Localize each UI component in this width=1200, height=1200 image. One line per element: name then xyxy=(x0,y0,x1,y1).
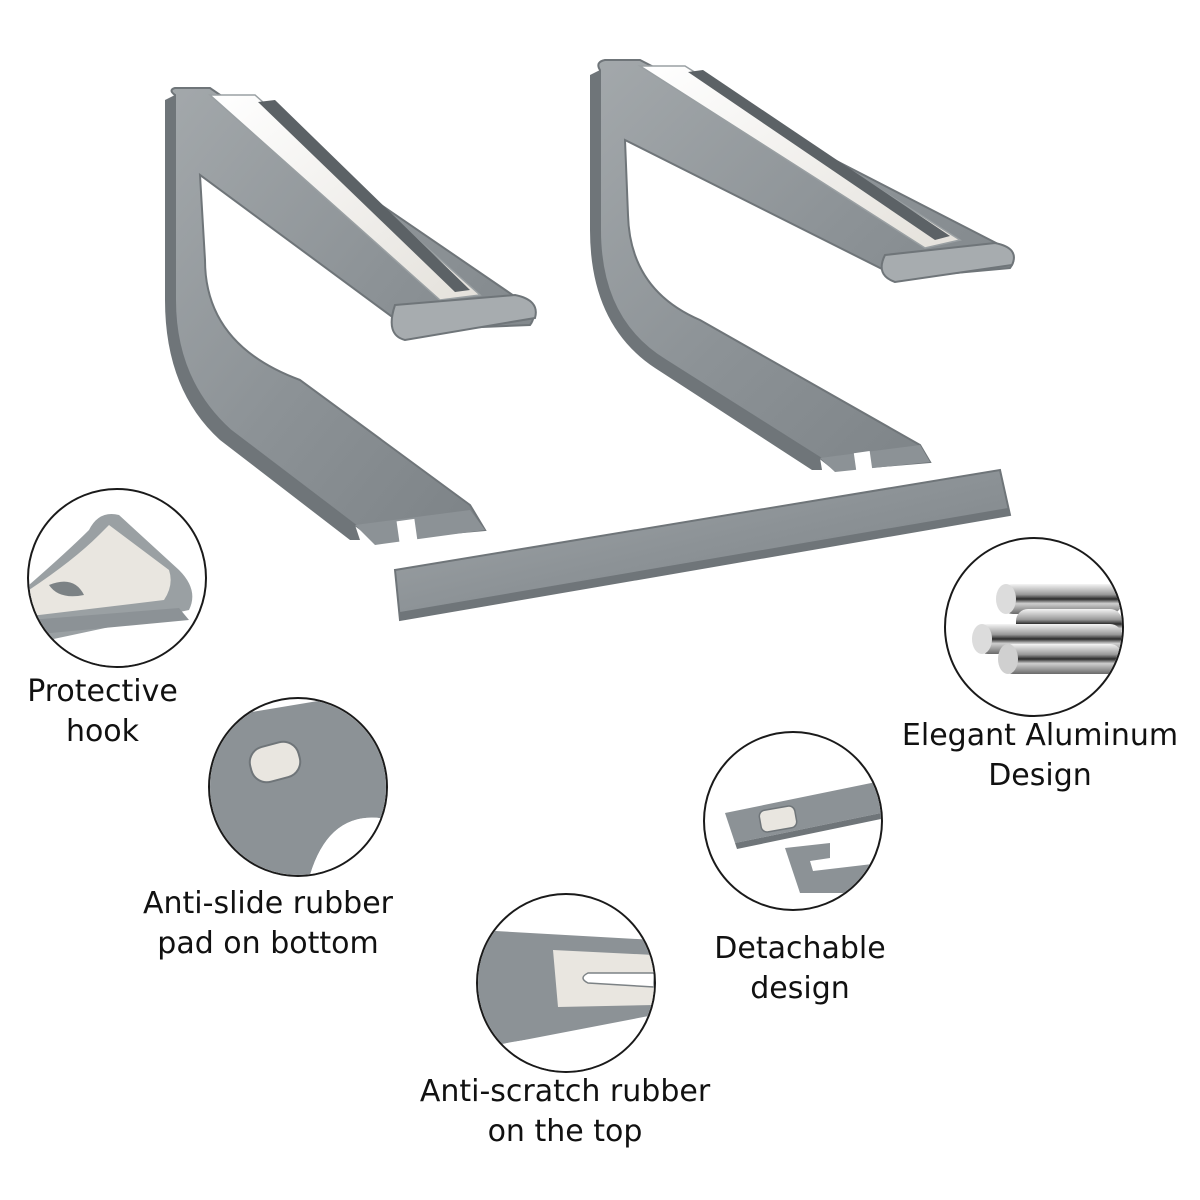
detachable-icon xyxy=(725,781,881,893)
anti-slide-label: Anti-slide rubber pad on bottom xyxy=(142,886,394,961)
protective-hook-label: Protective hook xyxy=(27,674,178,749)
left-bracket xyxy=(165,87,537,545)
anti-slide-circle xyxy=(208,697,388,877)
anti-scratch-circle xyxy=(476,893,656,1073)
aluminum-circle xyxy=(944,537,1124,717)
detachable-circle xyxy=(703,731,883,911)
detachable-label: Detachable design xyxy=(714,931,886,1006)
aluminum-bars-icon xyxy=(972,584,1122,674)
anti-scratch-label: Anti-scratch rubber on the top xyxy=(419,1074,711,1149)
anti-slide-pad-icon xyxy=(210,699,386,875)
aluminum-label: Elegant Aluminum Design xyxy=(901,718,1179,793)
protective-hook-icon xyxy=(29,514,205,666)
laptop-stand-illustration xyxy=(165,59,1015,622)
right-bracket xyxy=(590,59,1015,472)
crossbar xyxy=(393,468,1012,622)
protective-hook-circle xyxy=(27,488,207,668)
anti-scratch-pad-icon xyxy=(478,930,654,1071)
